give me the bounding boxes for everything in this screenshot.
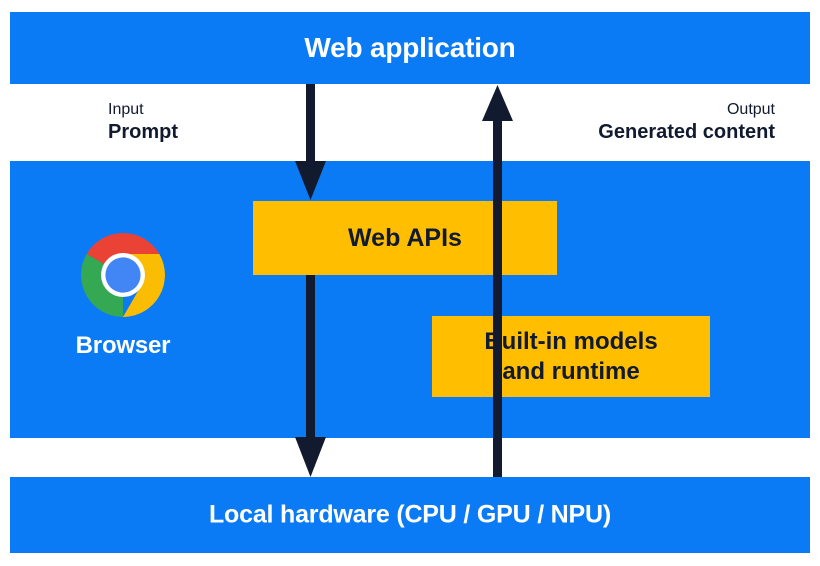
builtin-models-line-1: Built-in models [484,328,658,356]
input-value-text: Prompt [108,120,178,143]
input-flow-label: Input Prompt [108,100,178,145]
web-application-band: Web application [10,12,810,84]
input-kind-text: Input [108,101,144,118]
builtin-models-label: Built-in models and runtime [484,327,657,386]
web-apis-label: Web APIs [348,223,462,252]
builtin-models-box: Built-in models and runtime [432,316,710,397]
browser-group: Browser [48,232,198,360]
output-flow-label: Output Generated content [598,100,775,145]
builtin-models-line-2: and runtime [502,357,640,385]
output-value-text: Generated content [598,120,775,143]
local-hardware-band: Local hardware (CPU / GPU / NPU) [10,477,810,553]
local-hardware-label: Local hardware (CPU / GPU / NPU) [208,500,611,529]
output-kind-text: Output [726,101,775,118]
web-apis-box: Web APIs [253,201,557,275]
browser-label: Browser [75,332,171,359]
chrome-logo-icon [80,232,166,318]
web-application-label: Web application [304,32,516,63]
